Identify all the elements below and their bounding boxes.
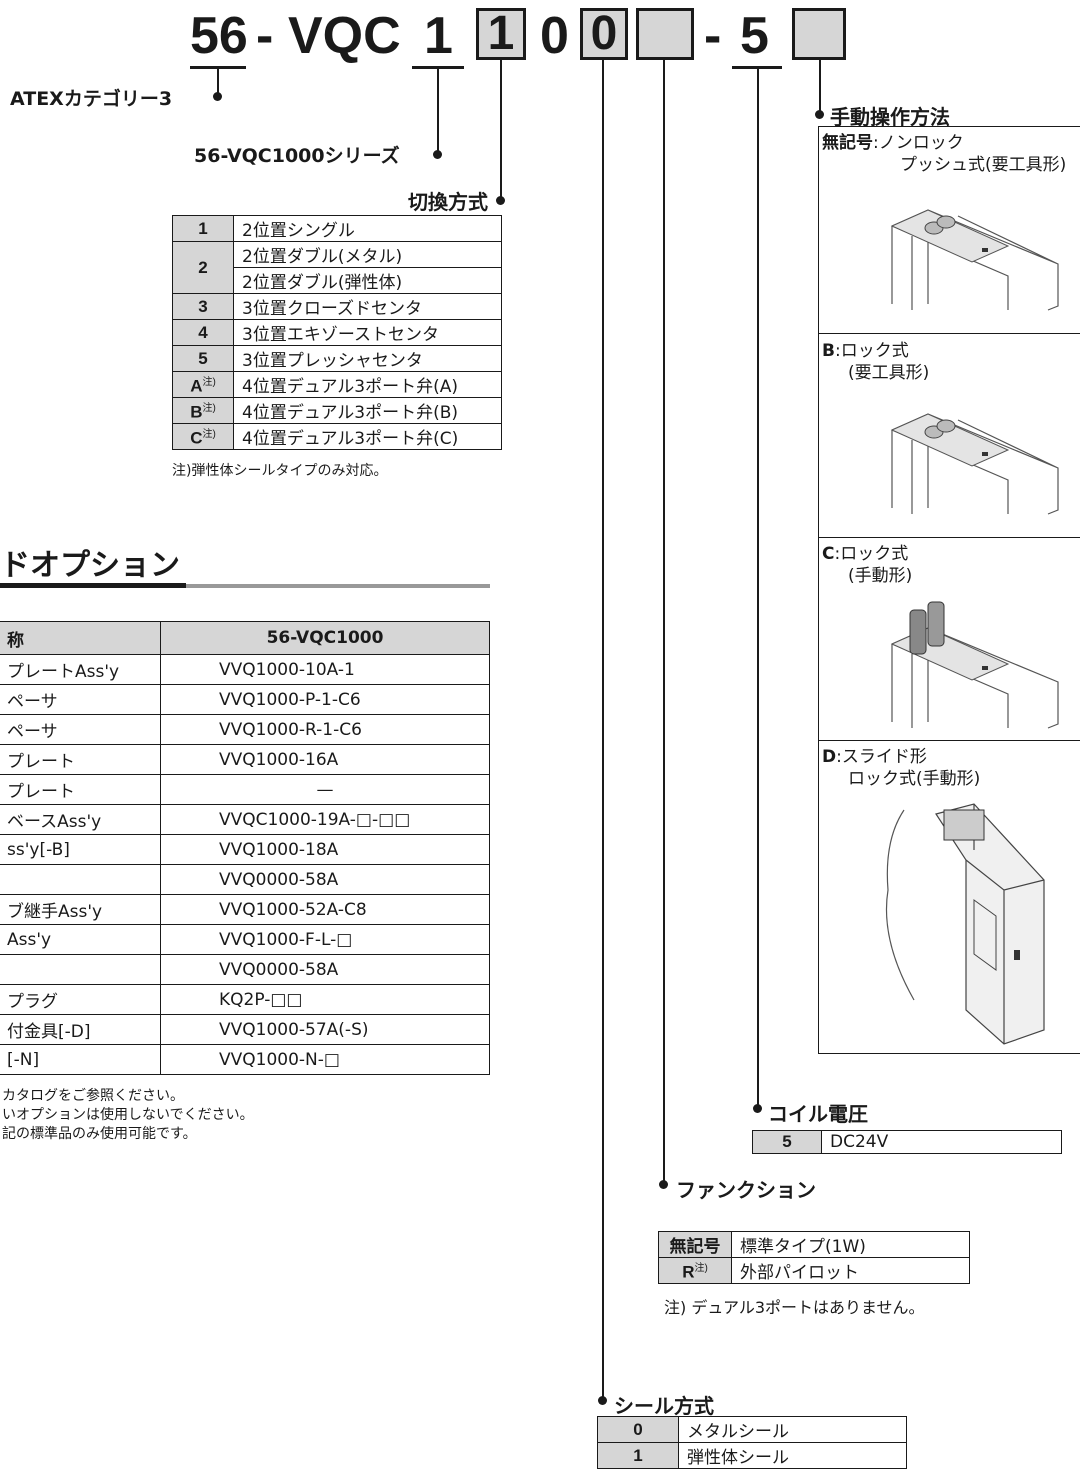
valve-illustration: [890, 209, 1059, 311]
table-row: A注)4位置デュアル3ポート弁(A): [172, 371, 502, 398]
leader-switching: [500, 60, 502, 200]
dot-function: [659, 1180, 668, 1189]
coil-title: コイル電圧: [768, 1102, 868, 1126]
switching-title: 切換方式: [408, 190, 488, 214]
manual-option-label-2: プッシュ式(要工具形): [900, 155, 1067, 175]
manual-divider-3: [818, 740, 1080, 741]
dot-voltage: [753, 1104, 762, 1113]
code-size: 1: [424, 7, 453, 65]
table-row: プレート—: [0, 774, 490, 805]
valve-illustration: [890, 601, 1059, 729]
options-note-1: カタログをご参照ください。: [2, 1088, 184, 1104]
voltage-underline: [732, 66, 782, 69]
table-row: B注)4位置デュアル3ポート弁(B): [172, 397, 502, 424]
manual-option-label: 無記号:ノンロック: [822, 133, 964, 153]
manual-option-label: B:ロック式: [822, 341, 909, 361]
table-row: 無記号標準タイプ(1W): [658, 1231, 970, 1258]
valve-illustration: [885, 803, 1045, 1045]
manual-option-label-2: (要工具形): [848, 363, 930, 383]
seal-title: シール方式: [614, 1394, 714, 1418]
table-row: VVQ0000-58A: [0, 954, 490, 985]
manual-panel: [818, 126, 1080, 1054]
code-voltage: 5: [740, 7, 769, 65]
table-row: [-N]VVQ1000-N-□: [0, 1044, 490, 1075]
options-title-bar-dark: [0, 583, 186, 588]
function-table: 無記号標準タイプ(1W) R注)外部パイロット: [658, 1231, 970, 1284]
series-label: 56-VQC1000シリーズ: [194, 145, 400, 167]
manual-option-label: D:スライド形: [822, 747, 927, 767]
dot-switching: [496, 196, 505, 205]
manual-title: 手動操作方法: [830, 105, 950, 129]
code-prefix: 56: [190, 7, 248, 65]
code-dash-2: -: [704, 7, 722, 65]
table-row: C注)4位置デュアル3ポート弁(C): [172, 423, 502, 450]
function-title: ファンクション: [676, 1178, 816, 1202]
code-function-box: [636, 8, 694, 60]
options-note-3: 記の標準品のみ使用可能です。: [2, 1126, 197, 1142]
options-note-2: いオプションは使用しないでください。: [2, 1107, 254, 1123]
valve-illustration: [890, 413, 1059, 515]
table-row: 付金具[-D]VVQ1000-57A(-S): [0, 1014, 490, 1045]
code-manual-box: [792, 8, 846, 60]
dot-series: [433, 150, 442, 159]
dot-atex: [213, 92, 222, 101]
table-header: 称 56-VQC1000: [0, 621, 490, 655]
table-row: ss'y[-B]VVQ1000-18A: [0, 834, 490, 865]
code-series: VQC: [288, 7, 401, 65]
leader-function: [663, 60, 665, 1184]
leader-voltage: [757, 68, 759, 1108]
dot-manual: [815, 110, 824, 119]
atex-label: ATEXカテゴリー3: [10, 88, 173, 110]
code-switching-box: 1: [476, 8, 526, 60]
dot-seal: [598, 1396, 607, 1405]
options-title-bar-gray: [186, 584, 490, 588]
leader-atex: [217, 68, 219, 96]
options-title: ドオプション: [0, 548, 180, 583]
code-seal: 0: [540, 7, 569, 65]
switching-footnote: 注)弾性体シールタイプのみ対応。: [172, 463, 388, 479]
code-seal-box: 0: [580, 8, 628, 60]
manual-divider-2: [818, 537, 1080, 538]
table-row: VVQ0000-58A: [0, 864, 490, 895]
leader-manual: [819, 60, 821, 114]
leader-seal: [602, 60, 604, 1400]
manual-option-label: C:ロック式: [822, 544, 909, 564]
leader-series: [437, 68, 439, 154]
table-row: R注)外部パイロット: [658, 1257, 970, 1284]
function-footnote: 注) デュアル3ポートはありません。: [664, 1298, 925, 1317]
code-dash-1: -: [256, 7, 274, 65]
manual-option-label-2: ロック式(手動形): [848, 769, 981, 789]
manual-divider-1: [818, 333, 1080, 334]
manual-option-label-2: (手動形): [848, 566, 913, 586]
size-underline: [412, 66, 464, 69]
prefix-underline: [190, 66, 246, 69]
